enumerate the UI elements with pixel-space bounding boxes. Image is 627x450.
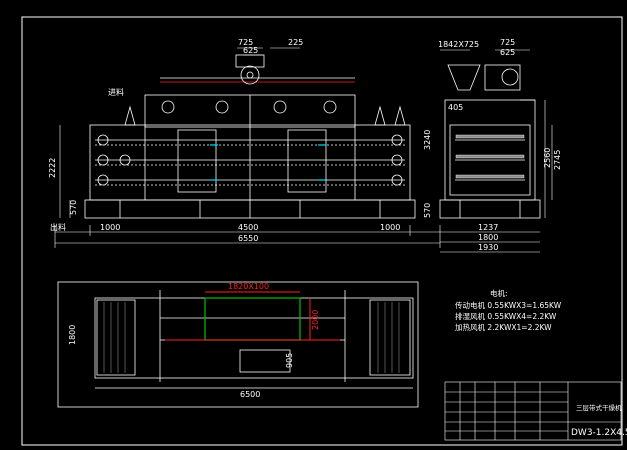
motor-note-1: 传动电机 0.55KWX3=1.65KW bbox=[455, 300, 562, 310]
front-dim-1000-right: 1000 bbox=[380, 223, 400, 232]
front-door-right bbox=[287, 129, 327, 193]
side-dim-405: 405 bbox=[448, 103, 463, 112]
side-hopper bbox=[447, 64, 481, 91]
front-dimension-lines bbox=[54, 47, 441, 248]
front-view bbox=[84, 54, 416, 219]
plan-dim-1800: 1800 bbox=[68, 325, 77, 345]
side-dim-625: 625 bbox=[500, 48, 515, 57]
motor-notes: 电机: 传动电机 0.55KWX3=1.65KW 排湿风机 0.55KWX4=2… bbox=[455, 288, 562, 332]
plan-feed-conveyor-right bbox=[369, 299, 411, 376]
side-dim-725: 725 bbox=[500, 38, 515, 47]
plan-dim-1820x100: 1820X100 bbox=[228, 282, 269, 291]
front-dim-570: 570 bbox=[69, 200, 78, 215]
motor-note-3: 加热风机 2.2KWX1=2.2KW bbox=[455, 322, 552, 332]
plan-outline bbox=[57, 281, 419, 408]
side-fan-motor bbox=[484, 64, 521, 91]
front-top-fan bbox=[240, 65, 260, 85]
side-dim-1237: 1237 bbox=[478, 223, 498, 232]
plan-feed-conveyor-left bbox=[96, 299, 136, 376]
plan-heater-zone bbox=[204, 297, 301, 341]
front-dim-2222: 2222 bbox=[48, 158, 57, 178]
plan-dim-2000: 2000 bbox=[311, 310, 320, 330]
side-dimension-texts: 1842X725 725 625 405 3240 2560 2745 570 … bbox=[423, 38, 562, 252]
front-dim-625: 625 bbox=[243, 46, 258, 55]
front-label-inlet: 进料 bbox=[108, 87, 124, 97]
front-dim-1000-left: 1000 bbox=[100, 223, 120, 232]
title-block bbox=[444, 381, 622, 441]
plan-belt-hatch bbox=[103, 302, 400, 373]
front-dim-225: 225 bbox=[288, 38, 303, 47]
side-dim-2745: 2745 bbox=[553, 150, 562, 170]
side-dim-2560: 2560 bbox=[543, 148, 552, 168]
front-dimension-texts: 725 625 225 2222 570 1000 4500 1000 6550… bbox=[48, 38, 400, 243]
drawing-border bbox=[21, 16, 623, 446]
side-dimension-lines bbox=[440, 49, 553, 253]
title-block-texts: 三层带式干燥机 DW3-1.2X4.5 bbox=[571, 403, 627, 438]
plan-dimension-texts: 1820X100 2000 905 1800 6500 bbox=[68, 282, 320, 399]
plan-red-dims bbox=[165, 291, 340, 341]
front-door-handles bbox=[210, 144, 326, 181]
side-dim-570: 570 bbox=[423, 203, 432, 218]
title-block-name: 三层带式干燥机 bbox=[576, 403, 622, 412]
side-dim-1800: 1800 bbox=[478, 233, 498, 242]
side-housing bbox=[444, 99, 536, 201]
plan-view bbox=[57, 281, 419, 408]
front-dim-6550: 6550 bbox=[238, 234, 258, 243]
front-dim-725: 725 bbox=[238, 38, 253, 47]
front-label-outlet: 出料 bbox=[50, 222, 66, 232]
plan-dim-905: 905 bbox=[285, 353, 294, 368]
plan-dim-6500: 6500 bbox=[240, 390, 260, 399]
side-dim-1930: 1930 bbox=[478, 243, 498, 252]
title-block-code: DW3-1.2X4.5 bbox=[571, 428, 627, 438]
side-view bbox=[439, 64, 541, 219]
motor-notes-title: 电机: bbox=[490, 288, 508, 298]
side-dim-1842x725: 1842X725 bbox=[438, 40, 479, 49]
side-hatch bbox=[455, 134, 525, 179]
side-dim-3240: 3240 bbox=[423, 130, 432, 150]
front-door-left bbox=[177, 129, 217, 193]
motor-note-2: 排湿风机 0.55KWX4=2.2KW bbox=[455, 311, 557, 321]
front-dim-4500: 4500 bbox=[238, 223, 258, 232]
